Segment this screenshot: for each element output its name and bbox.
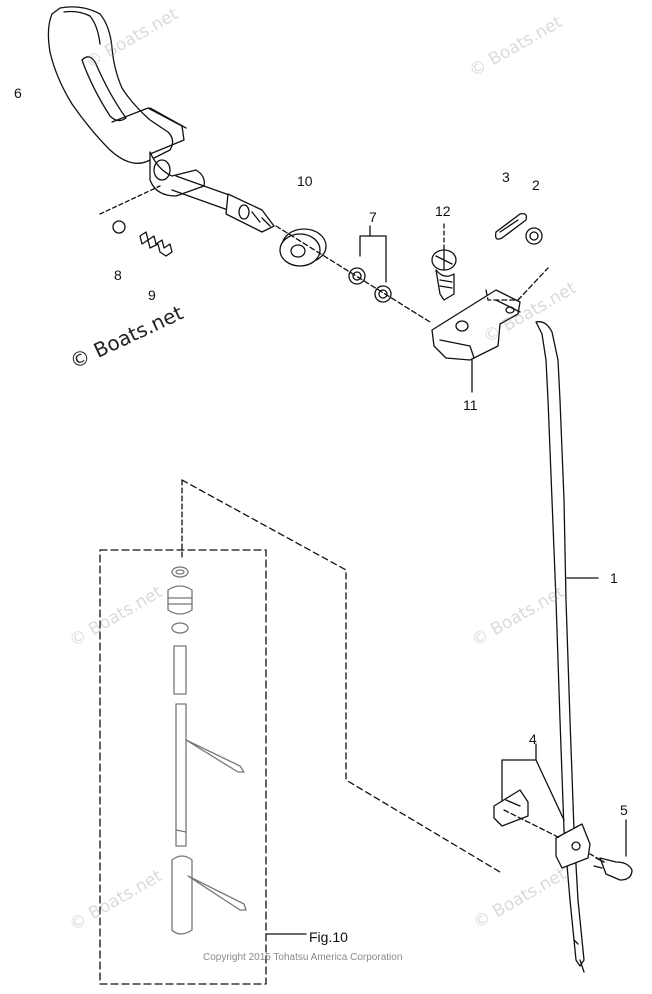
link-bracket-part-11 [431, 289, 521, 393]
washer-part-2 [525, 227, 543, 245]
callout-7: 7 [369, 209, 377, 225]
clip-part-3 [494, 212, 528, 240]
fig10-reference-box [99, 549, 267, 985]
detent-ball-part-8 [112, 220, 126, 234]
callout-6: 6 [14, 85, 22, 101]
callout-9: 9 [148, 287, 156, 303]
fig10-label: Fig.10 [309, 929, 348, 945]
shift-rod-part-1 [535, 321, 585, 973]
o-rings-part-7 [348, 267, 392, 303]
callout-2: 2 [532, 177, 540, 193]
callout-4: 4 [529, 731, 537, 747]
screw-part-12 [431, 249, 457, 301]
callout-10: 10 [297, 173, 313, 189]
shift-lever-part-6 [47, 6, 275, 233]
callout-1: 1 [610, 570, 618, 586]
spring-part-9 [139, 231, 173, 257]
callout-8: 8 [114, 267, 122, 283]
callout-11: 11 [463, 397, 478, 413]
callout-12: 12 [435, 203, 451, 219]
washer-part-10 [279, 228, 327, 267]
callout-3: 3 [502, 169, 510, 185]
fig10-shift-assembly [167, 566, 247, 935]
copyright-notice: Copyright 2015 Tohatsu America Corporati… [203, 952, 403, 963]
callout-5: 5 [620, 802, 628, 818]
bolt-part-5 [593, 819, 633, 881]
connector-part-4 [493, 789, 591, 869]
